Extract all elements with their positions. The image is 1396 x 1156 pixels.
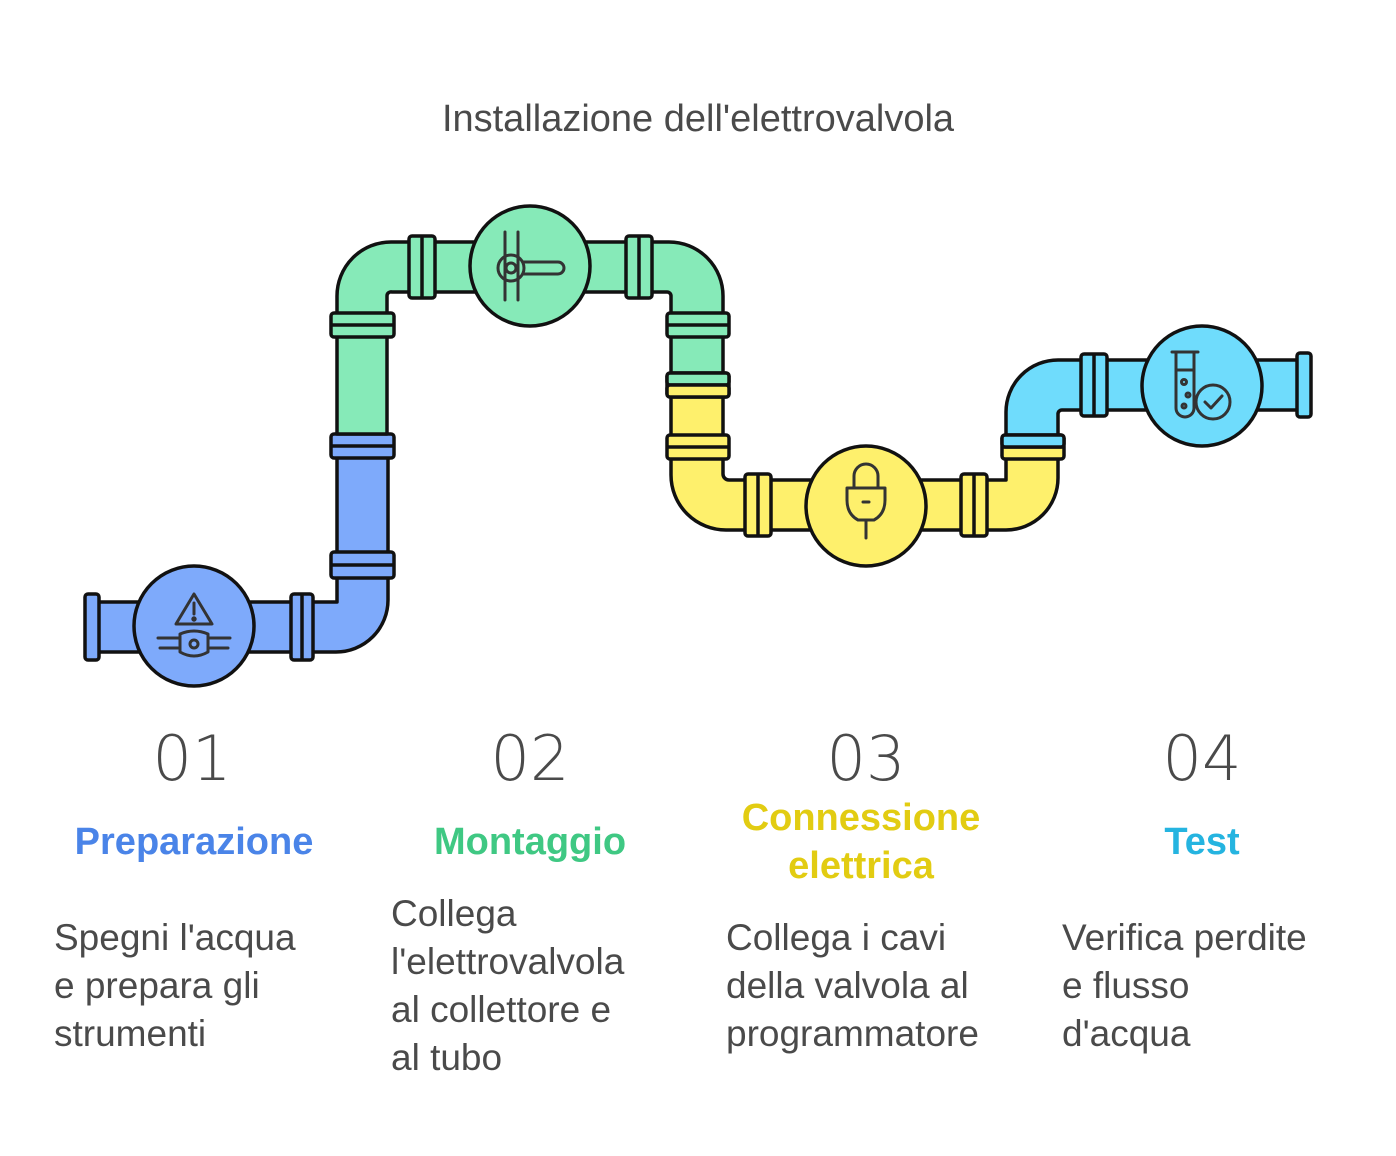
desc-line: della valvola al — [726, 965, 969, 1006]
desc-line: d'acqua — [1062, 1013, 1191, 1054]
desc-line: al collettore e — [391, 989, 612, 1030]
desc-line: al tubo — [391, 1037, 503, 1078]
step-number-2: 02 — [490, 722, 570, 795]
plug-icon — [845, 462, 887, 540]
step-title-3: Connessione elettrica — [711, 794, 1011, 890]
desc-line: programmatore — [726, 1013, 979, 1054]
warning-valve-icon — [156, 592, 232, 658]
step-desc-3: Collega i cavi della valvola al programm… — [726, 914, 1016, 1058]
step-circle-4 — [1140, 324, 1264, 448]
diagram-title: Installazione dell'elettrovalvola — [441, 98, 955, 140]
desc-line: l'elettrovalvola — [391, 941, 625, 982]
valve-handle-icon — [496, 230, 566, 302]
step-title-3-line-1: Connessione — [741, 797, 981, 839]
desc-line: Verifica perdite — [1062, 917, 1307, 958]
desc-line: Spegni l'acqua — [54, 917, 296, 958]
step-desc-2: Collega l'elettrovalvola al collettore e… — [391, 890, 681, 1082]
step-number-3: 03 — [826, 722, 906, 795]
desc-line: e prepara gli — [54, 965, 260, 1006]
step-number-4: 04 — [1162, 722, 1242, 795]
step-title-2: Montaggio — [433, 821, 627, 863]
pipeline-diagram — [83, 204, 1313, 688]
step-title-4: Test — [1164, 821, 1240, 863]
step-desc-4: Verifica perdite e flusso d'acqua — [1062, 914, 1352, 1058]
step-circle-3 — [804, 444, 928, 568]
desc-line: Collega — [391, 893, 517, 934]
step-circle-1 — [132, 564, 256, 688]
step-desc-1: Spegni l'acqua e prepara gli strumenti — [54, 914, 344, 1058]
step-circle-2 — [468, 204, 592, 328]
step-number-1: 01 — [152, 722, 232, 795]
step-title-1: Preparazione — [74, 821, 314, 863]
pipe-segment-connessione — [665, 395, 1066, 538]
desc-line: Collega i cavi — [726, 917, 947, 958]
test-tube-check-icon — [1170, 350, 1232, 421]
desc-line: strumenti — [54, 1013, 207, 1054]
step-title-3-line-2: elettrica — [788, 845, 934, 887]
desc-line: e flusso — [1062, 965, 1190, 1006]
